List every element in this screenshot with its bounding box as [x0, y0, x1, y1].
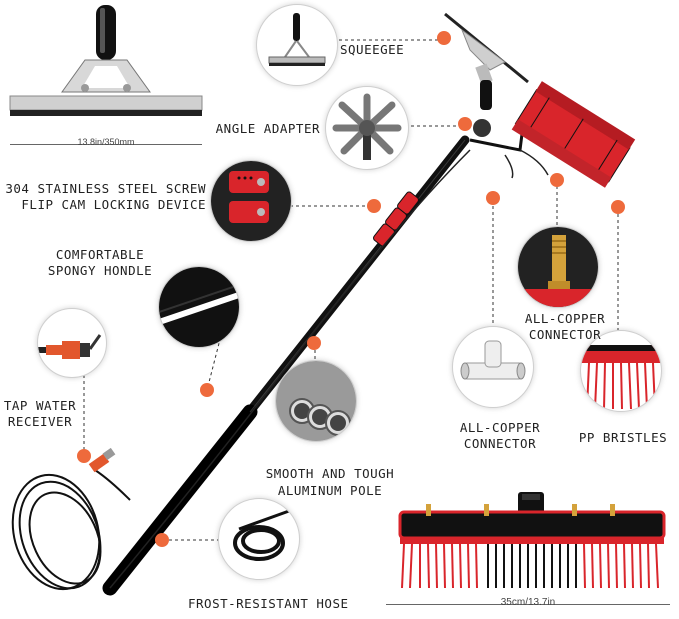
label-tap-line2: RECEIVER	[7, 414, 73, 429]
squeegee-dim-line	[10, 144, 202, 145]
dot-connector-left	[486, 191, 500, 205]
squeegee-circle	[256, 4, 338, 86]
dot-bristles	[611, 200, 625, 214]
connector-right-circle	[517, 226, 599, 308]
label-connector-left-line2: CONNECTOR	[463, 436, 537, 451]
brush-detail	[396, 490, 668, 592]
dot-connector-right	[550, 173, 564, 187]
locking-device-circle	[210, 160, 292, 242]
label-pole-line1: SMOOTH AND TOUGH	[265, 466, 395, 481]
label-angle-adapter: ANGLE ADAPTER	[215, 121, 320, 136]
label-connector-right-line2: CONNECTOR	[528, 327, 602, 342]
dot-squeegee	[437, 31, 451, 45]
label-connector-left-line1: ALL-COPPER	[459, 420, 541, 435]
angle-adapter-circle	[325, 86, 409, 170]
tap-receiver-circle	[37, 308, 107, 378]
telescopic-pole	[102, 135, 471, 596]
hose-circle	[218, 498, 300, 580]
label-squeegee: SQUEEGEE	[340, 42, 405, 57]
connector-left-circle	[452, 326, 534, 408]
squeegee-dim-text: 13.8in/350mm	[77, 137, 135, 147]
label-connector-right-line1: ALL-COPPER	[524, 311, 606, 326]
brush-head	[511, 81, 636, 188]
dot-angle-adapter	[458, 117, 472, 131]
squeegee-inset	[0, 0, 205, 160]
bristles-circle	[580, 330, 662, 412]
top-squeegee	[444, 12, 529, 110]
label-tap-line1: TAP WATER	[3, 398, 77, 413]
label-handle-line1: COMFORTABLE	[55, 247, 145, 262]
dot-locking	[367, 199, 381, 213]
dot-handle	[200, 383, 214, 397]
handle-circle	[158, 266, 240, 348]
aluminum-pole-circle	[275, 360, 357, 442]
dot-tap	[77, 449, 91, 463]
label-pole-line2: ALUMINUM POLE	[277, 483, 383, 498]
label-locking-line2: FLIP CAM LOCKING DEVICE	[21, 197, 206, 212]
hose-coil	[11, 469, 131, 591]
dot-hose	[155, 533, 169, 547]
label-hose: FROST-RESISTANT HOSE	[188, 596, 349, 611]
brush-dim-line	[386, 604, 670, 605]
dot-pole	[307, 336, 321, 350]
label-handle-line2: SPONGY HONDLE	[47, 263, 153, 278]
tap-connector-small	[88, 447, 116, 473]
brush-dim-text: 35cm/13.7in	[500, 597, 556, 608]
label-locking-line1: 304 STAINLESS STEEL SCREW	[5, 181, 206, 196]
label-bristles: PP BRISTLES	[578, 430, 668, 445]
